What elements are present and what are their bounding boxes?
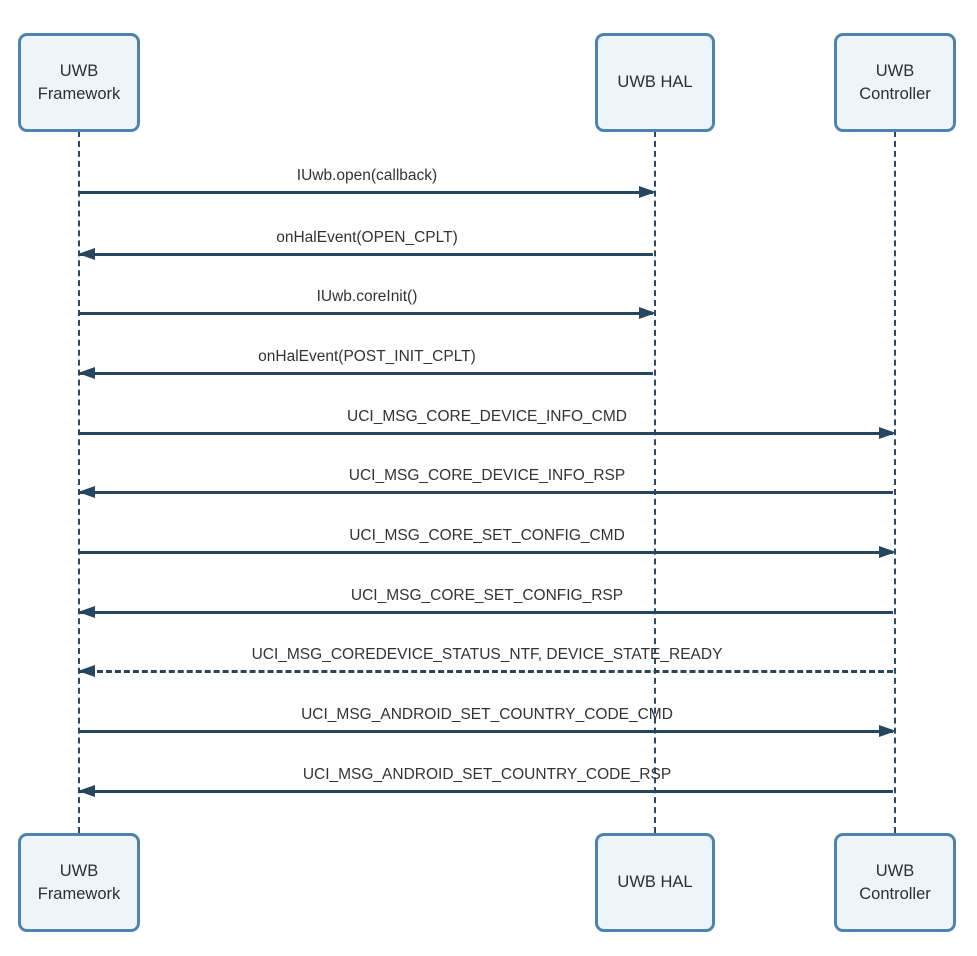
arrowhead-left-icon [78,248,95,260]
participant-box-uwb-framework-top: UWB Framework [18,33,140,132]
participant-box-uwb-hal-bottom: UWB HAL [595,833,715,932]
arrowhead-left-icon [78,367,95,379]
message-line [79,491,893,494]
arrowhead-left-icon [78,665,95,677]
message-line [79,670,893,673]
message-line [79,372,653,375]
message-label: UCI_MSG_ANDROID_SET_COUNTRY_CODE_CMD [301,706,673,723]
participant-box-uwb-controller-top: UWB Controller [834,33,956,132]
message-label: onHalEvent(POST_INIT_CPLT) [258,348,476,365]
participant-box-uwb-framework-bottom: UWB Framework [18,833,140,932]
message-line [79,611,893,614]
message-label: UCI_MSG_CORE_SET_CONFIG_CMD [349,527,625,544]
message-label: IUwb.coreInit() [316,288,418,305]
lifeline-uwb-hal [654,131,656,833]
arrowhead-right-icon [879,725,896,737]
message-label: UCI_MSG_CORE_DEVICE_INFO_CMD [347,408,627,425]
message-label: UCI_MSG_CORE_SET_CONFIG_RSP [350,587,624,604]
lifeline-uwb-framework [78,131,80,833]
arrowhead-left-icon [78,785,95,797]
participant-box-uwb-hal-top: UWB HAL [595,33,715,132]
participant-label-uwb-hal: UWB HAL [617,73,693,92]
message-line [79,253,653,256]
arrowhead-left-icon [78,486,95,498]
participant-label-uwb-controller: UWB Controller [859,862,931,903]
message-label: onHalEvent(OPEN_CPLT) [276,229,458,246]
message-line [79,790,893,793]
message-line [79,312,653,315]
message-label: UCI_MSG_CORE_DEVICE_INFO_RSP [348,467,626,484]
arrowhead-right-icon [639,186,656,198]
participant-label-uwb-controller: UWB Controller [859,62,931,103]
message-line [79,730,893,733]
message-line [79,551,893,554]
participant-box-uwb-controller-bottom: UWB Controller [834,833,956,932]
message-line [79,432,893,435]
participant-label-uwb-hal: UWB HAL [617,873,693,892]
arrowhead-right-icon [879,427,896,439]
message-label: IUwb.open(callback) [296,167,438,184]
participant-label-uwb-framework: UWB Framework [37,62,121,103]
arrowhead-left-icon [78,606,95,618]
lifeline-uwb-controller [894,131,896,833]
message-line [79,191,653,194]
arrowhead-right-icon [639,307,656,319]
participant-label-uwb-framework: UWB Framework [37,862,121,903]
message-label: UCI_MSG_COREDEVICE_STATUS_NTF, DEVICE_ST… [251,646,723,663]
message-label: UCI_MSG_ANDROID_SET_COUNTRY_CODE_RSP [302,766,672,783]
arrowhead-right-icon [879,546,896,558]
